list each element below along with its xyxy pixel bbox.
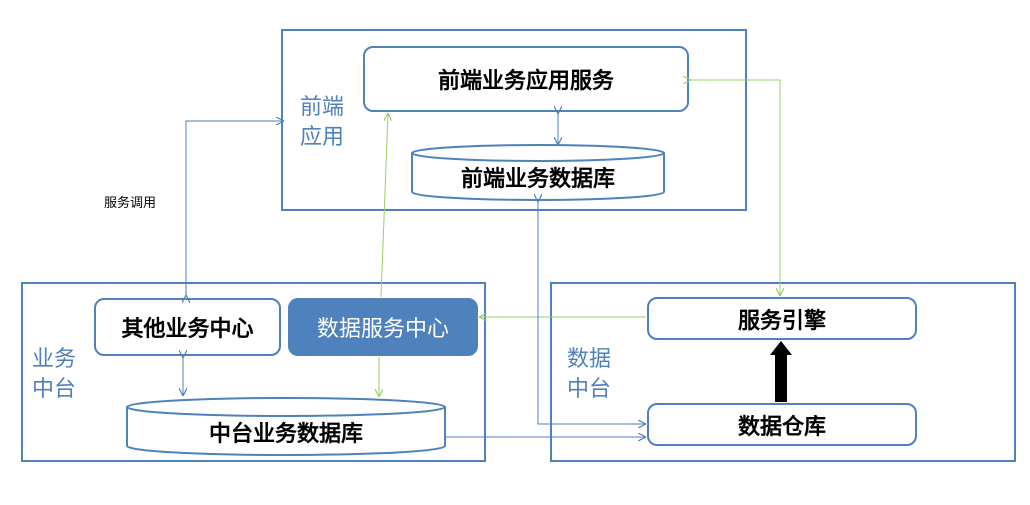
data-service-to-app-connector [380, 114, 388, 298]
business-group-label-line1: 业务 [32, 347, 77, 372]
service-call-label: 服务调用 [104, 196, 157, 211]
data-service-center-box[interactable]: 数据服务中心 [288, 298, 478, 356]
frontend-db-to-warehouse-connector [538, 201, 645, 424]
other-business-center-box[interactable]: 其他业务中心 [94, 298, 281, 356]
frontend-group-label-line1: 前端 [300, 95, 345, 120]
business-group-label-line2: 中台 [32, 377, 77, 402]
service-call-connector [186, 121, 283, 296]
frontend-database-label[interactable]: 前端业务数据库 [460, 167, 615, 192]
warehouse-to-engine-arrow [770, 341, 792, 402]
frontend-group-label: 前端 应用 [300, 93, 344, 153]
frontend-app-service-box[interactable]: 前端业务应用服务 [363, 46, 689, 112]
service-engine-box[interactable]: 服务引擎 [647, 297, 917, 340]
business-database-shape [126, 397, 446, 456]
business-database-label[interactable]: 中台业务数据库 [208, 422, 363, 447]
business-group-label: 业务 中台 [32, 345, 76, 405]
frontend-group-label-line2: 应用 [300, 125, 345, 150]
data-warehouse-box[interactable]: 数据仓库 [647, 403, 917, 446]
frontend-database-shape [411, 144, 665, 201]
app-engine-connector [690, 80, 780, 295]
